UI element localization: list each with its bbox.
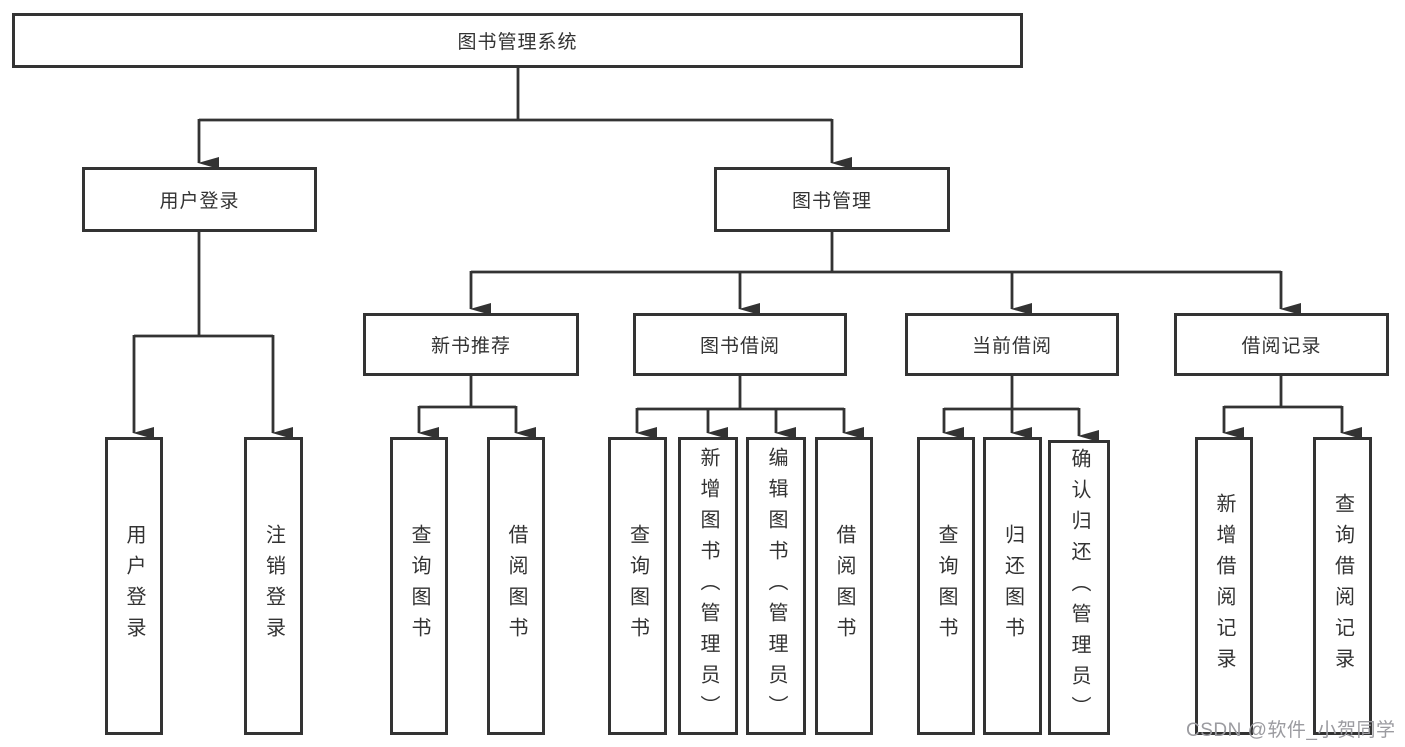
node-user-login: 用户登录 [82, 167, 317, 232]
connector-login-to-leaves [132, 232, 293, 439]
connector-borrow-to-leaves [635, 376, 864, 439]
leaf-current-query-book: 查询图书 [917, 437, 975, 735]
leaf-borrow-borrow-book: 借阅图书 [815, 437, 873, 735]
csdn-watermark: CSDN @软件_小贺同学 [1186, 720, 1396, 741]
node-label: 用户登录 [159, 191, 240, 212]
leaf-label: 借阅图书 [505, 524, 527, 648]
leaf-label: 查询图书 [626, 524, 649, 648]
node-label: 当前借阅 [971, 336, 1052, 357]
leaf-label: 借阅图书 [833, 524, 855, 648]
leaf-label: 用户登录 [123, 524, 145, 648]
node-book-management: 图书管理 [714, 167, 950, 232]
leaf-label: 归还图书 [1001, 524, 1024, 648]
node-label: 借阅记录 [1241, 336, 1322, 357]
leaf-logout: 注销登录 [244, 437, 303, 735]
node-borrow-record: 借阅记录 [1174, 313, 1389, 376]
connector-root-to-level2 [197, 66, 852, 169]
leaf-record-add: 新增借阅记录 [1195, 437, 1253, 735]
leaf-recommend-borrow-book: 借阅图书 [487, 437, 545, 735]
leaf-label: 确认归还（管理员） [1068, 448, 1090, 727]
leaf-label: 新增图书（管理员） [697, 446, 719, 726]
leaf-current-return-book: 归还图书 [983, 437, 1042, 735]
connector-mgmt-to-level3 [469, 232, 1301, 315]
node-label: 图书管理系统 [457, 32, 578, 53]
node-book-borrow: 图书借阅 [633, 313, 847, 376]
connector-record-to-leaves [1222, 376, 1362, 439]
node-label: 图书借阅 [699, 336, 780, 357]
leaf-borrow-query-book: 查询图书 [608, 437, 667, 735]
connector-current-to-leaves [942, 376, 1099, 442]
leaf-borrow-add-book-admin: 新增图书（管理员） [678, 437, 738, 735]
node-library-management-system: 图书管理系统 [12, 13, 1023, 68]
node-current-borrow: 当前借阅 [905, 313, 1119, 376]
node-label: 图书管理 [791, 191, 872, 212]
leaf-label: 新增借阅记录 [1213, 493, 1235, 679]
leaf-recommend-query-book: 查询图书 [390, 437, 448, 735]
leaf-user-login: 用户登录 [105, 437, 163, 735]
node-label: 新书推荐 [430, 336, 511, 357]
node-new-book-recommend: 新书推荐 [363, 313, 579, 376]
leaf-borrow-edit-book-admin: 编辑图书（管理员） [746, 437, 806, 735]
connector-recommend-to-leaves [417, 376, 536, 439]
leaf-label: 编辑图书（管理员） [765, 446, 787, 726]
leaf-label: 查询图书 [935, 524, 957, 648]
leaf-label: 查询图书 [408, 524, 430, 648]
leaf-label: 查询借阅记录 [1331, 493, 1354, 679]
leaf-label: 注销登录 [262, 524, 285, 648]
leaf-record-query: 查询借阅记录 [1313, 437, 1372, 735]
leaf-current-confirm-return-admin: 确认归还（管理员） [1048, 440, 1110, 735]
